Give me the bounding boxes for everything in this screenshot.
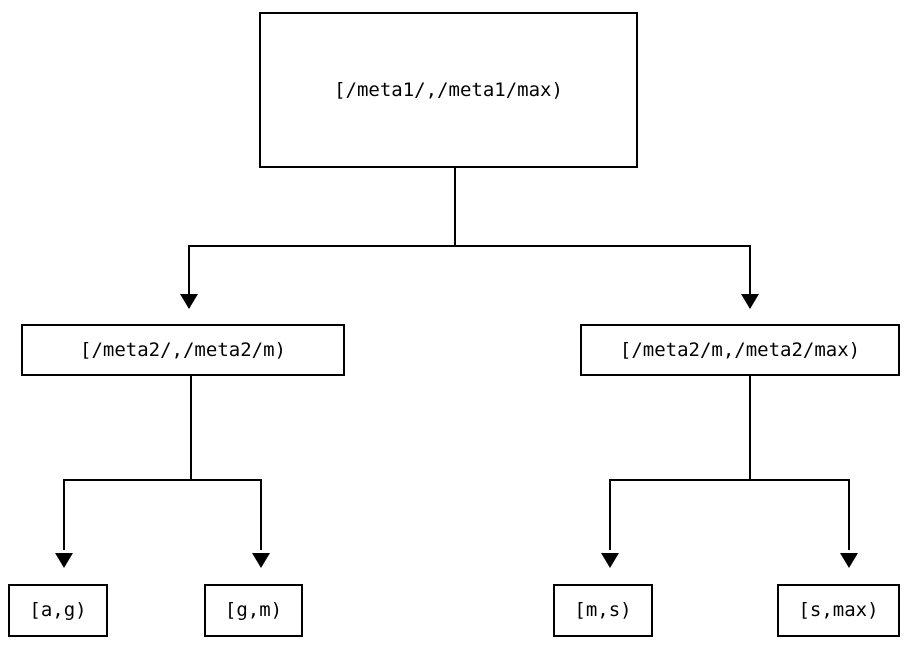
tree-node-mid-right-label: [/meta2/m,/meta2/max) <box>619 338 861 361</box>
edge-mid-left-to-leaf2-drop <box>260 479 262 550</box>
tree-node-root-label: [/meta1/,/meta1/max) <box>334 78 563 101</box>
edge-mid-right-bus <box>609 479 850 481</box>
tree-node-leaf-3-label: [m,s) <box>574 599 632 621</box>
tree-node-mid-left[interactable]: [/meta2/,/meta2/m) <box>21 324 345 376</box>
arrowhead-mid-left-to-leaf1-icon <box>55 553 73 568</box>
edge-mid-left-to-leaf1-drop <box>63 479 65 550</box>
edge-root-stem <box>454 168 456 246</box>
tree-node-leaf-1-label: [a,g) <box>29 599 87 621</box>
edge-mid-left-stem <box>190 376 192 480</box>
edge-mid-right-stem <box>749 376 751 480</box>
arrowhead-root-to-mid-right-icon <box>741 294 759 309</box>
tree-node-mid-right[interactable]: [/meta2/m,/meta2/max) <box>580 324 900 376</box>
tree-node-leaf-3[interactable]: [m,s) <box>553 584 653 637</box>
edge-mid-right-to-leaf3-drop <box>609 479 611 550</box>
tree-node-leaf-2[interactable]: [g,m) <box>204 584 303 637</box>
edge-root-to-mid-left-drop <box>188 245 190 308</box>
edge-root-bus <box>188 245 751 247</box>
edge-mid-right-to-leaf4-drop <box>848 479 850 550</box>
arrowhead-mid-right-to-leaf4-icon <box>840 553 858 568</box>
tree-node-leaf-1[interactable]: [a,g) <box>8 584 108 637</box>
edge-mid-left-bus <box>63 479 262 481</box>
arrowhead-mid-left-to-leaf2-icon <box>252 553 270 568</box>
arrowhead-root-to-mid-left-icon <box>180 294 198 309</box>
tree-node-mid-left-label: [/meta2/,/meta2/m) <box>80 338 286 361</box>
edge-root-to-mid-right-drop <box>749 245 751 308</box>
tree-node-root[interactable]: [/meta1/,/meta1/max) <box>259 12 638 168</box>
arrowhead-mid-right-to-leaf3-icon <box>601 553 619 568</box>
tree-node-leaf-4-label: [s,max) <box>798 599 879 621</box>
tree-node-leaf-4[interactable]: [s,max) <box>777 584 900 637</box>
tree-node-leaf-2-label: [g,m) <box>224 599 283 621</box>
